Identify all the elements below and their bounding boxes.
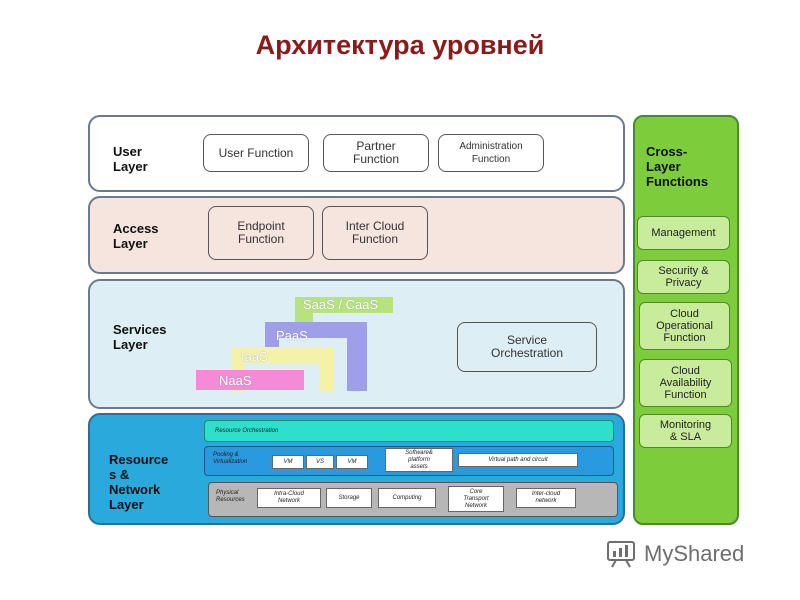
cloud-availability-function-box: Cloud Availability Function bbox=[639, 359, 732, 407]
software-platform-assets-box: Software& platform assets bbox=[385, 448, 453, 472]
iaas-label: IaaS bbox=[241, 349, 268, 364]
pooling-label: Pooling & Virtualization bbox=[213, 452, 248, 465]
resource-layer-label: Resource s & Network Layer bbox=[109, 452, 169, 512]
watermark-text: MyShared bbox=[644, 541, 745, 566]
user-function-box: User Function bbox=[203, 134, 309, 172]
vs-box: VS bbox=[306, 455, 334, 469]
intra-cloud-network-box: Intra-Cloud Network bbox=[257, 488, 321, 508]
monitoring-sla-box: Monitoring & SLA bbox=[639, 414, 732, 448]
cross-layer-label: Cross- Layer Functions bbox=[646, 144, 709, 189]
inter-cloud-network-box: Inter-cloud network bbox=[516, 488, 576, 508]
user-layer-label: User Layer bbox=[113, 144, 148, 174]
paas-label: PaaS bbox=[276, 328, 308, 343]
saas-label: SaaS / CaaS bbox=[303, 297, 379, 312]
page-title: Архитектура уровней bbox=[255, 30, 545, 60]
resource-orchestration-label: Resource Orchestration bbox=[215, 427, 279, 434]
partner-function-box: Partner Function bbox=[323, 134, 429, 172]
physical-resources-label: Physical Resources bbox=[216, 490, 245, 503]
vm-box-2: VM bbox=[336, 455, 368, 469]
naas-label: NaaS bbox=[219, 373, 252, 388]
resource-orchestration-bar: Resource Orchestration bbox=[204, 420, 614, 442]
administration-function-box: Administration Function bbox=[438, 134, 544, 172]
service-orchestration-box: Service Orchestration bbox=[457, 322, 597, 372]
virtual-path-circuit-box: Virtual path and circuit bbox=[458, 453, 578, 467]
naas-stair bbox=[196, 370, 304, 390]
inter-cloud-function-box: Inter Cloud Function bbox=[322, 206, 428, 260]
services-layer-label: Services Layer bbox=[113, 322, 167, 352]
security-privacy-box: Security & Privacy bbox=[637, 260, 730, 294]
storage-box: Storage bbox=[326, 488, 372, 508]
endpoint-function-box: Endpoint Function bbox=[208, 206, 314, 260]
watermark-logo-icon bbox=[606, 540, 638, 568]
management-box: Management bbox=[637, 216, 730, 250]
cloud-operational-function-box: Cloud Operational Function bbox=[639, 302, 730, 350]
vm-box-1: VM bbox=[272, 455, 304, 469]
access-layer-label: Access Layer bbox=[113, 221, 159, 251]
core-transport-network-box: Core Transport Network bbox=[448, 486, 504, 512]
computing-box: Computing bbox=[378, 488, 436, 508]
